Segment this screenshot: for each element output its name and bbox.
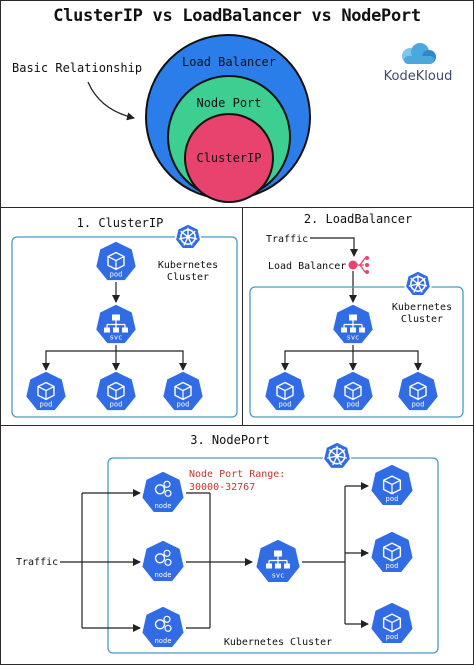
node-icon-2: node: [140, 539, 186, 583]
clusterip-svc-icon: svc: [94, 303, 138, 345]
nodeport-pod-icon-1: pod: [369, 463, 415, 507]
page-title: ClusterIP vs LoadBalancer vs NodePort: [53, 6, 421, 26]
lb-svc-icon-label: svc: [347, 333, 360, 341]
lb-traffic-label: Traffic: [266, 234, 308, 245]
nodeport-pod-icon-3: pod: [369, 601, 415, 645]
node-icon-1: node: [140, 470, 186, 514]
clusterip-pod-icon-3-label: pod: [177, 400, 190, 408]
nodeport-pod-icon-3-label: pod: [386, 633, 399, 641]
lb-cluster-label-2: Cluster: [401, 314, 443, 325]
lb-traffic-arrow: [310, 237, 358, 257]
clusterip-cluster-label-1: Kubernetes: [158, 260, 218, 271]
clusterip-pod-icon-3: pod: [161, 370, 205, 412]
nodeport-svc-icon: svc: [254, 538, 302, 584]
nodeport-kubernetes-icon: [322, 441, 352, 470]
nodeport-pod-icon-1-label: pod: [386, 495, 399, 503]
lb-kubernetes-icon: [404, 270, 432, 297]
loadbalancer-heading: 2. LoadBalancer: [304, 212, 412, 226]
clusterip-svc-icon-label: svc: [110, 333, 123, 341]
lb-fanout-right: [353, 350, 422, 371]
nodeport-svc-icon-label: svc: [272, 572, 285, 580]
clusterip-fanout-right: [116, 350, 187, 371]
clusterip-pod-icon-2: pod: [94, 370, 138, 412]
clusterip-top-pod-icon: pod: [94, 240, 138, 282]
node-icon-3-label: node: [155, 637, 172, 645]
load-balancer-icon: [348, 256, 369, 274]
divider-top: [0, 207, 474, 208]
nodeport-pod-icon-2: pod: [369, 530, 415, 574]
clusterip-circle: [184, 113, 274, 203]
clusterip-pod-icon-1-label: pod: [40, 400, 53, 408]
clusterip-pod-icon-2-label: pod: [110, 400, 123, 408]
clusterip-kubernetes-icon: [174, 223, 202, 250]
node-icon-3: node: [140, 605, 186, 649]
lb-svc-icon: svc: [331, 303, 375, 345]
clusterip-pod-icon-1: pod: [24, 370, 68, 412]
kodekloud-wordmark: KodeKloud: [384, 69, 453, 84]
lb-pod-icon-1-label: pod: [279, 400, 292, 408]
lb-pod-icon-1: pod: [263, 370, 307, 412]
kodekloud-logo: KodeKloud: [384, 43, 453, 84]
clusterip-top-pod-icon-label: pod: [110, 270, 123, 278]
clusterip-cluster-label-2: Cluster: [167, 272, 209, 283]
loadbalancer-cluster-box: [249, 286, 464, 418]
node-icon-1-label: node: [155, 502, 172, 510]
load-balancer-circle-label: Load Balancer: [182, 55, 276, 69]
node-port-range-label: Node Port Range:: [189, 469, 285, 480]
clusterip-cluster-box: [11, 236, 238, 418]
nodeport-heading: 3. NodePort: [190, 433, 269, 447]
lb-cluster-label-1: Kubernetes: [392, 302, 452, 313]
nodeport-traffic-label: Traffic: [16, 557, 58, 568]
lb-pod-icon-2-label: pod: [347, 400, 360, 408]
lb-fanout-left: [281, 345, 354, 371]
nodeport-pod-icon-2-label: pod: [386, 562, 399, 570]
lb-pod-icon-2: pod: [331, 370, 375, 412]
node-port-circle-label: Node Port: [196, 96, 261, 110]
divider-vertical: [242, 207, 243, 425]
nodeport-cluster-label: Kubernetes Cluster: [224, 637, 332, 648]
lb-label: Load Balancer: [268, 261, 346, 272]
relationship-label: Basic Relationship: [12, 61, 142, 75]
clusterip-fanout: [42, 345, 117, 371]
divider-middle: [0, 425, 474, 426]
node-icon-2-label: node: [155, 571, 172, 579]
node-port-range-value: 30000-32767: [189, 482, 255, 493]
lb-pod-icon-3-label: pod: [412, 400, 425, 408]
clusterip-heading: 1. ClusterIP: [77, 216, 164, 230]
lb-pod-icon-3: pod: [396, 370, 440, 412]
clusterip-circle-label: ClusterIP: [196, 151, 261, 165]
relationship-arrow: [87, 81, 135, 121]
nodeport-cluster-box: [107, 457, 439, 654]
